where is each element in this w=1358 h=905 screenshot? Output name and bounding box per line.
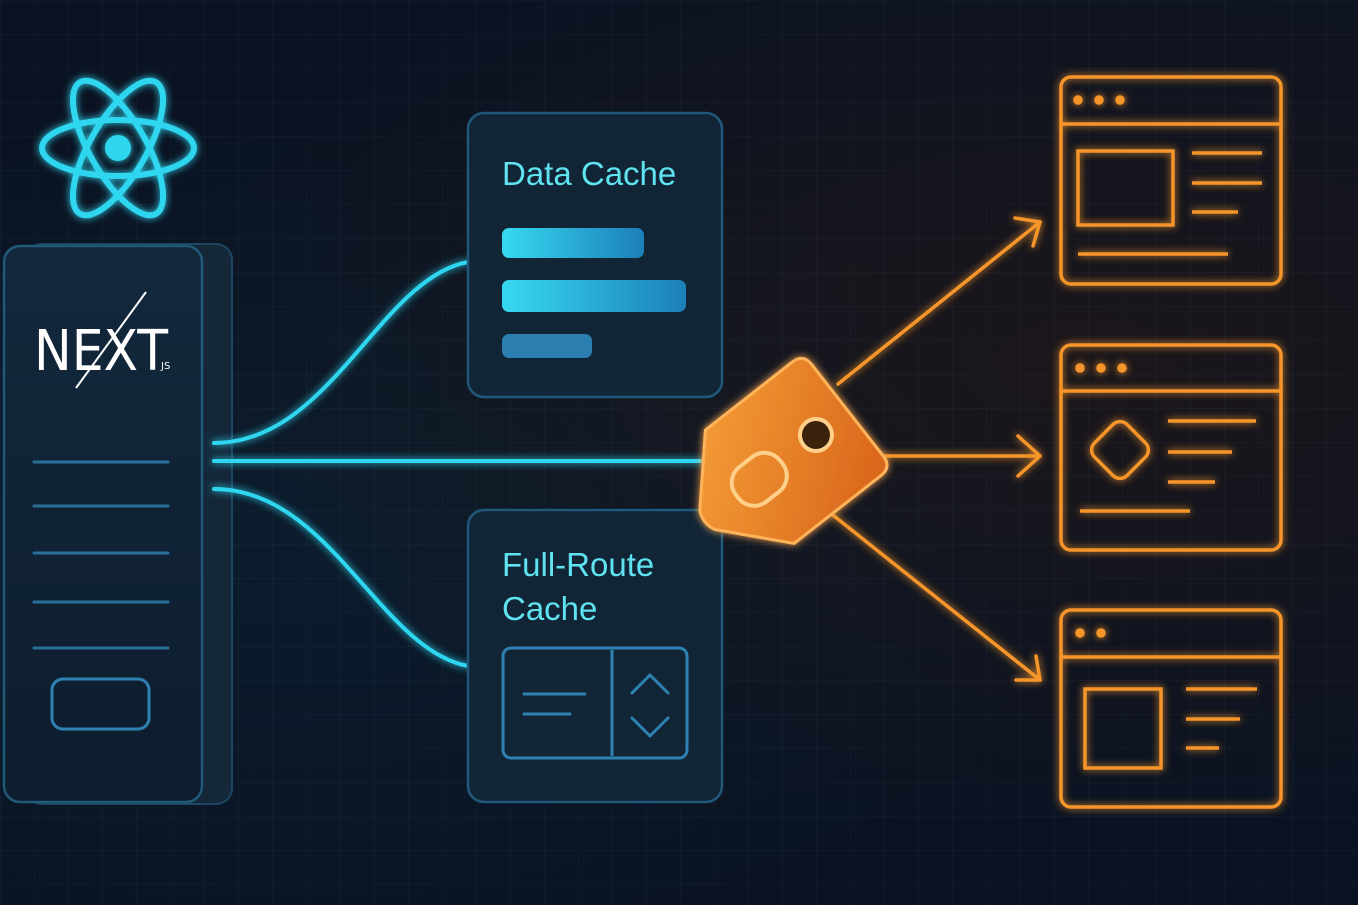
nextjs-wordmark: NEXT: [34, 319, 169, 384]
browser-window-icon: [1059, 608, 1283, 809]
data-cache-bar: [502, 228, 644, 258]
full-route-cache-card: Full-Route Cache: [466, 508, 724, 804]
tag-icon: [698, 357, 889, 546]
full-route-cache-title-line1: Full-Route: [502, 546, 654, 583]
nextjs-logo-icon: NEXT JS: [34, 291, 170, 389]
server-panel: [2, 244, 204, 804]
browser-window-icon: [1059, 343, 1283, 552]
cyan-connectors: [212, 260, 707, 668]
orange-arrows: [822, 216, 1042, 682]
chevron-up-icon: [630, 673, 670, 695]
nextjs-suffix: JS: [160, 361, 170, 372]
arrow-to-page-1: [836, 220, 1042, 386]
connector-to-full-route-cache: [212, 487, 470, 668]
data-cache-bar: [502, 334, 592, 358]
full-route-cache-title-line2: Cache: [502, 590, 597, 627]
browser-window-icon: [1059, 75, 1283, 286]
data-cache-title: Data Cache: [502, 155, 676, 192]
data-cache-card: Data Cache: [466, 111, 724, 399]
server-button: [50, 677, 151, 731]
chevron-down-icon: [630, 716, 670, 738]
server-lines: [32, 460, 170, 650]
data-cache-bar: [502, 280, 686, 312]
connector-to-data-cache: [212, 260, 470, 445]
route-widget: [501, 646, 689, 760]
arrow-to-page-3: [822, 506, 1042, 682]
react-logo-icon: [39, 77, 197, 219]
